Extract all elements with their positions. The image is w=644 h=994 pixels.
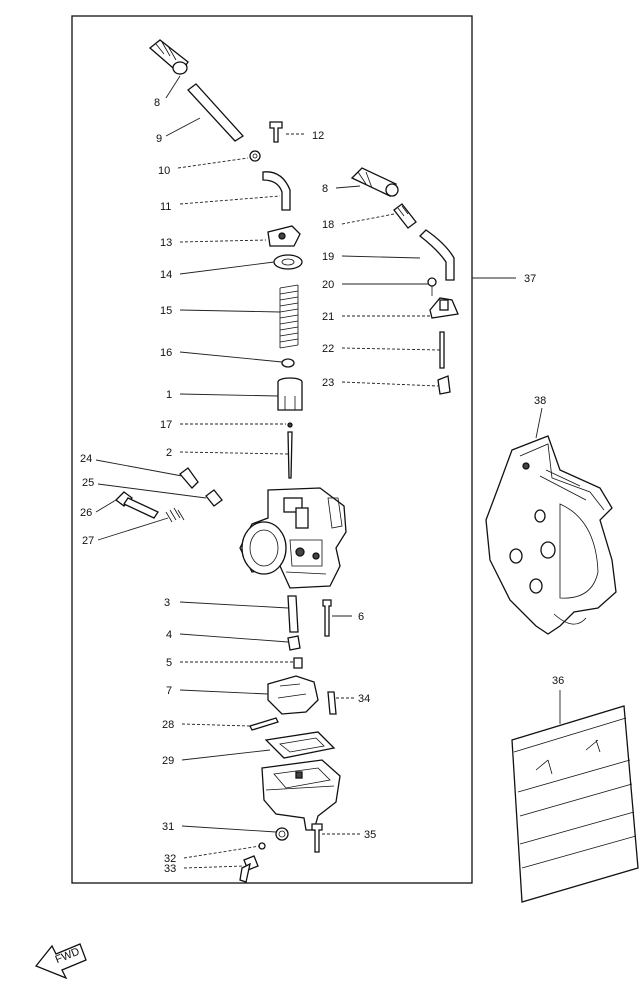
callout-20: 20 (322, 279, 334, 291)
part-38-cover (485, 435, 617, 635)
part-36-kit-bag (511, 705, 639, 903)
callout-27: 27 (82, 535, 94, 547)
callout-6: 6 (358, 611, 364, 623)
callout-29: 29 (162, 755, 174, 767)
callout-26: 26 (80, 507, 92, 519)
callout-21: 21 (322, 311, 334, 323)
part-10-nut (249, 150, 261, 162)
part-5-jet (293, 657, 303, 669)
callout-33: 33 (164, 863, 176, 875)
part-21-holder (429, 297, 459, 319)
part-carburetor-body (239, 487, 347, 589)
callout-25: 25 (82, 477, 94, 489)
callout-36: 36 (552, 675, 564, 687)
part-12-screw (269, 121, 283, 143)
callout-32: 32 (164, 853, 176, 865)
part-8-cap (148, 39, 189, 75)
callout-7: 7 (166, 685, 172, 697)
callout-8: 8 (154, 97, 160, 109)
callout-28: 28 (162, 719, 174, 731)
part-8-cap-right (350, 167, 399, 197)
part-1-throttle-valve (277, 377, 303, 411)
callout-34: 34 (358, 693, 370, 705)
callout-2: 2 (166, 447, 172, 459)
part-28-pin (249, 717, 279, 731)
callout-24: 24 (80, 453, 92, 465)
part-31-oring (275, 827, 289, 841)
part-27-spring (165, 507, 185, 523)
callout-15: 15 (160, 305, 172, 317)
part-9-tube (187, 83, 245, 142)
part-16-clip (281, 358, 295, 368)
callout-9: 9 (156, 133, 162, 145)
part-float-chamber (261, 759, 341, 831)
part-13-holder (267, 225, 301, 247)
part-33-drain-screw (239, 855, 259, 883)
part-2-needle (287, 431, 293, 479)
part-25-spring (205, 489, 223, 507)
callout-17: 17 (160, 419, 172, 431)
part-35-screw (311, 823, 323, 853)
callout-22: 22 (322, 343, 334, 355)
part-26-screw (115, 491, 159, 519)
part-6-screw (322, 599, 332, 637)
diagram-frame (71, 15, 473, 884)
part-23-valve (437, 375, 451, 395)
part-15-spring (279, 284, 299, 349)
part-4-jet (287, 635, 301, 651)
part-17-clip (287, 422, 293, 428)
callout-35: 35 (364, 829, 376, 841)
callout-11: 11 (160, 201, 171, 213)
callout-31: 31 (162, 821, 174, 833)
part-3-jet-holder (287, 595, 299, 633)
callout-5: 5 (166, 657, 172, 669)
part-19-cable-pipe (419, 229, 455, 281)
callout-14: 14 (160, 269, 172, 281)
part-29-gasket (264, 731, 336, 759)
part-20-nut (427, 277, 437, 296)
callout-37: 37 (524, 273, 536, 285)
callout-8-right: 8 (322, 183, 328, 195)
part-34-needle-valve (327, 691, 337, 715)
callout-16: 16 (160, 347, 172, 359)
part-14-washer (273, 254, 303, 270)
callout-1: 1 (166, 389, 172, 401)
callout-10: 10 (158, 165, 170, 177)
callout-18: 18 (322, 219, 334, 231)
callout-labels: 8 9 12 10 11 13 14 15 16 1 17 2 8 18 19 … (80, 97, 564, 875)
part-18-adjuster (393, 203, 417, 229)
part-7-float (267, 675, 319, 715)
leader-lines (95, 75, 561, 869)
part-11-elbow (262, 171, 291, 211)
callout-19: 19 (322, 251, 334, 263)
callout-23: 23 (322, 377, 334, 389)
callout-38: 38 (534, 395, 546, 407)
part-22-needle (439, 331, 445, 369)
fwd-arrow-icon: FWD (34, 943, 87, 980)
callout-12: 12 (312, 130, 324, 142)
part-24-screw (179, 467, 199, 489)
callout-4: 4 (166, 629, 172, 641)
callout-3: 3 (164, 597, 170, 609)
callout-13: 13 (160, 237, 172, 249)
